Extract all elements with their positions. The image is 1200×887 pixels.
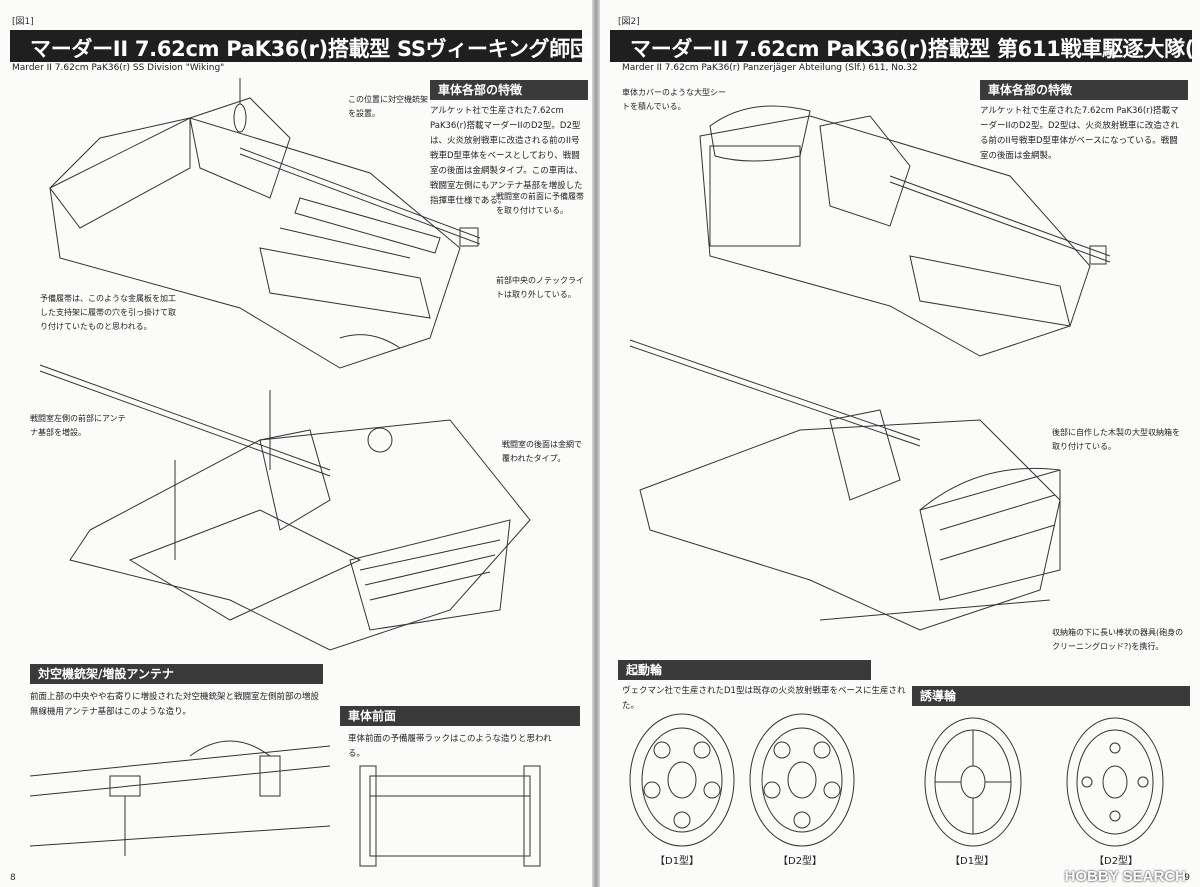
idler-d2-label: 【D2型】 — [1094, 856, 1139, 867]
tank-drawing-middle — [629, 339, 1061, 631]
sprocket-body: ヴェクマン社で生産されたD1型は既存の火炎放射戦車をベースに生産された。 — [622, 686, 906, 711]
callout-notek: 前部中央のノテックライトは取り外している。 — [496, 276, 584, 299]
features-body: アルケット社で生産された7.62cm PaK36(r)搭載マーダーIIのD2型。… — [980, 106, 1179, 161]
idler-d2-drawing — [1066, 717, 1164, 847]
aa-antenna-body: 前面上部の中央やや右寄りに増設された対空機銃架と戦闘室左側前部の増設無線機用アン… — [30, 692, 320, 717]
title-bar: マーダーII 7.62cm PaK36(r)搭載型 SSヴィーキング師団所属車両 — [10, 30, 592, 62]
right-page: [図2] マーダーII 7.62cm PaK36(r)搭載型 第611戦車駆逐大… — [600, 0, 1200, 887]
page-subtitle: Marder II 7.62cm PaK36(r) Panzerjäger Ab… — [622, 63, 918, 73]
figure-number: [図1] — [12, 17, 34, 27]
section-heading-aa-antenna: 対空機銃架/増設アンテナ — [30, 664, 323, 684]
callout-aa-mount: この位置に対空機銃架を設置。 — [348, 95, 428, 118]
sprocket-d2-label: 【D2型】 — [778, 856, 823, 867]
idler-d1-label: 【D1型】 — [950, 856, 995, 867]
figure-number: [図2] — [618, 17, 640, 27]
sprocket-d1-label: 【D1型】 — [655, 856, 700, 867]
page-number-right: 9 — [1184, 873, 1190, 883]
callout-spare-track: 戦闘室の前面に予備履帯を取り付けている。 — [496, 192, 584, 215]
tank-drawing-top — [49, 78, 480, 369]
section-heading-idler: 誘導輪 — [912, 686, 1190, 706]
sprocket-d2-drawing — [749, 713, 855, 847]
section-heading-features: 車体各部の特徴 — [430, 80, 588, 100]
left-page: [図1] マーダーII 7.62cm PaK36(r)搭載型 SSヴィーキング師… — [0, 0, 592, 887]
callout-mesh-rear: 戦闘室の後面は金網で覆われたタイプ。 — [502, 440, 582, 463]
page-title: マーダーII 7.62cm PaK36(r)搭載型 第611戦車駆逐大隊(自走)… — [630, 37, 1200, 61]
page-gutter — [592, 0, 600, 887]
callout-tool: 収納箱の下に長い棒状の器具(砲身のクリーニングロッド?)を携行。 — [1052, 628, 1184, 651]
idler-d1-drawing — [924, 717, 1022, 847]
section-heading-sprocket: 起動輪 — [618, 660, 871, 680]
tank-drawing-top — [699, 105, 1110, 357]
callout-cover: 車体カバーのような大型シートを積んでいる。 — [622, 88, 726, 111]
features-body: アルケット社で生産された7.62cm PaK36(r)搭載マーダーIIのD2型。… — [430, 106, 583, 206]
tank-drawing-middle — [39, 364, 531, 651]
watermark: HOBBY SEARCH — [1064, 868, 1186, 885]
page-number-left: 8 — [10, 873, 16, 883]
section-heading-features: 車体各部の特徴 — [980, 80, 1188, 100]
page-subtitle: Marder II 7.62cm PaK36(r) SS Division "W… — [12, 63, 225, 73]
callout-track-rack: 予備履帯は、このような金属板を加工した支持架に履帯の穴を引っ掛けて取り付けていた… — [40, 294, 176, 331]
detail-aa-mount — [30, 740, 330, 856]
title-bar: マーダーII 7.62cm PaK36(r)搭載型 第611戦車駆逐大隊(自走)… — [610, 30, 1200, 62]
callout-wood-box: 後部に自作した木製の大型収納箱を取り付けている。 — [1052, 428, 1180, 451]
sprocket-d1-drawing — [629, 713, 735, 847]
callout-antenna-base: 戦闘室左側の前部にアンテナ基部を増設。 — [30, 414, 126, 437]
section-heading-front: 車体前面 — [340, 706, 580, 726]
front-body: 車体前面の予備履帯ラックはこのような造りと思われる。 — [348, 734, 552, 759]
detail-front-rack — [359, 765, 541, 867]
page-title: マーダーII 7.62cm PaK36(r)搭載型 SSヴィーキング師団所属車両 — [30, 37, 592, 61]
